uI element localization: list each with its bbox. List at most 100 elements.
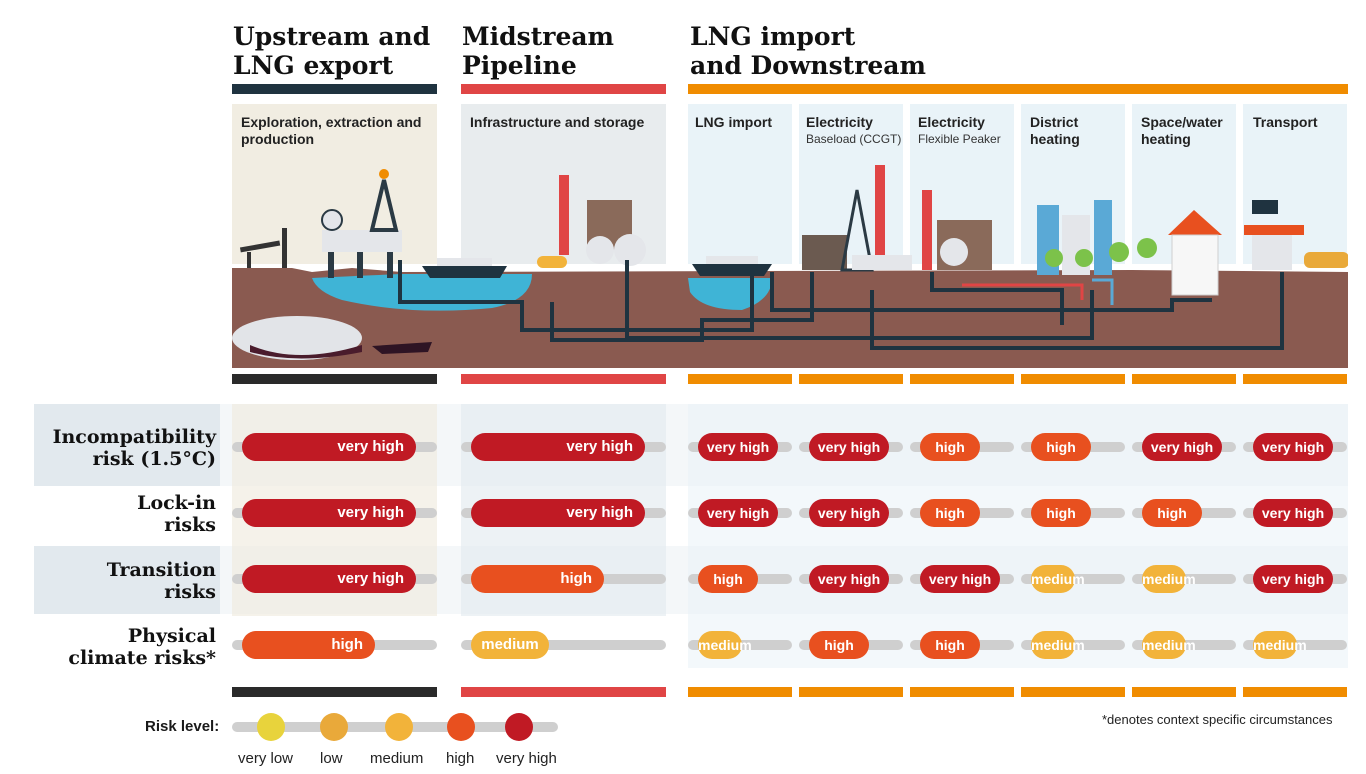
- legend-dot-very-low: [257, 713, 285, 741]
- risk-rating-pill: very high: [698, 499, 778, 527]
- risk-rating-pill: high: [1031, 499, 1091, 527]
- risk-rating-pill: very high: [809, 499, 889, 527]
- risk-rating-pill: high: [920, 499, 980, 527]
- legend-label-very-low: very low: [238, 750, 294, 767]
- risk-rating-pill: very high: [242, 499, 416, 527]
- column-label-infrastructure: Infrastructure and storage: [470, 114, 645, 130]
- section-title-line: Midstream: [462, 22, 615, 51]
- risk-rating-pill: high: [920, 433, 980, 461]
- gas-reservoir: [232, 316, 362, 360]
- section-title-line: and Downstream: [690, 51, 926, 80]
- downstream-footer-bar: [1021, 687, 1125, 697]
- footnote: *denotes context specific circumstances: [1102, 712, 1333, 727]
- power-plant-baseload-icon: [802, 165, 912, 272]
- downstream-divider-bar: [1132, 374, 1236, 384]
- legend-label-low: low: [320, 750, 343, 767]
- risk-rating-pill: very high: [920, 565, 1000, 593]
- risk-rating-pill: very high: [471, 433, 645, 461]
- downstream-footer-bar: [799, 687, 903, 697]
- risk-rating-pill: very high: [242, 565, 416, 593]
- risk-rating-pill: medium: [1142, 631, 1196, 659]
- downstream-divider-bar: [1021, 374, 1125, 384]
- legend-label-very-high: very high: [496, 750, 557, 767]
- upstream-divider-bar: [232, 374, 437, 384]
- pumpjack-icon: [239, 228, 287, 268]
- column-label-exploration: Exploration, extraction and production: [241, 114, 422, 147]
- risk-rating-pill: high: [1031, 433, 1091, 461]
- risk-rating-pill: very high: [1253, 433, 1333, 461]
- house-icon: [1137, 210, 1222, 296]
- downstream-footer-bar: [910, 687, 1014, 697]
- downstream-divider-bar: [910, 374, 1014, 384]
- column-label-district: District heating: [1030, 114, 1080, 147]
- risk-rating-pill: high: [920, 631, 980, 659]
- section-title-line: LNG import: [690, 22, 856, 51]
- legend-label-medium: medium: [370, 750, 424, 767]
- risk-rating-pill: very high: [1253, 499, 1333, 527]
- risk-rating-pill: medium: [1031, 565, 1085, 593]
- risk-rating-pill: medium: [1142, 565, 1196, 593]
- legend-dot-medium: [385, 713, 413, 741]
- risk-rating-pill: medium: [698, 631, 752, 659]
- pipeline-network: [398, 260, 1284, 350]
- risk-rating-pill: high: [698, 565, 758, 593]
- risk-rating-pill: very high: [1142, 433, 1222, 461]
- column-label-space: Space/water heating: [1141, 114, 1223, 147]
- midstream-divider-bar: [461, 374, 666, 384]
- risk-rating-pill: very high: [1253, 565, 1333, 593]
- section-title-line: Pipeline: [462, 51, 577, 80]
- column-label-transport: Transport: [1253, 114, 1318, 130]
- downstream-divider-bar: [799, 374, 903, 384]
- legend-dot-very-high: [505, 713, 533, 741]
- gas-plant-icon: [537, 175, 646, 268]
- section-title-line: LNG export: [233, 51, 394, 80]
- upstream-section-bar: [232, 84, 437, 94]
- water-pipe: [1092, 278, 1114, 305]
- risk-column-tint-downstream: [688, 404, 1348, 668]
- midstream-section-bar: [461, 84, 666, 94]
- column-sublabel: Flexible Peaker: [918, 132, 1001, 146]
- downstream-footer-bar: [1243, 687, 1347, 697]
- risk-rating-pill: high: [1142, 499, 1202, 527]
- risk-rating-pill: very high: [698, 433, 778, 461]
- risk-rating-pill: very high: [809, 565, 889, 593]
- legend-dot-high: [447, 713, 475, 741]
- risk-rating-pill: medium: [471, 631, 549, 659]
- column-sublabel: Baseload (CCGT): [806, 132, 902, 146]
- value-chain-illustration: [232, 165, 1348, 368]
- risk-rating-pill: high: [809, 631, 869, 659]
- lng-tanker-icon: [422, 258, 507, 278]
- upstream-footer-bar: [232, 687, 437, 697]
- section-title-midstream: Midstream Pipeline: [462, 22, 614, 80]
- section-title-upstream: Upstream and LNG export: [233, 22, 430, 80]
- heat-pipe: [962, 283, 1084, 300]
- risk-rating-pill: very high: [242, 433, 416, 461]
- row-label-bg: [34, 404, 220, 486]
- downstream-divider-bar: [1243, 374, 1347, 384]
- downstream-footer-bar: [1132, 687, 1236, 697]
- section-title-line: Upstream and: [233, 22, 431, 51]
- risk-track: [461, 640, 666, 650]
- offshore-platform-icon: [321, 169, 402, 278]
- legend-dot-low: [320, 713, 348, 741]
- downstream-divider-bar: [688, 374, 792, 384]
- risk-rating-pill: high: [242, 631, 375, 659]
- midstream-footer-bar: [461, 687, 666, 697]
- downstream-section-bar: [688, 84, 1348, 94]
- risk-rating-pill: very high: [471, 499, 645, 527]
- risk-rating-pill: medium: [1031, 631, 1085, 659]
- cng-station-icon: [1244, 200, 1348, 270]
- section-title-downstream: LNG import and Downstream: [690, 22, 926, 80]
- legend-title: Risk level:: [145, 718, 220, 735]
- column-bg-lng-import: [688, 104, 792, 264]
- legend-label-high: high: [446, 750, 475, 767]
- risk-rating-pill: medium: [1253, 631, 1307, 659]
- column-label-lng-import: LNG import: [695, 114, 772, 130]
- lng-tanker-import-icon: [692, 256, 772, 276]
